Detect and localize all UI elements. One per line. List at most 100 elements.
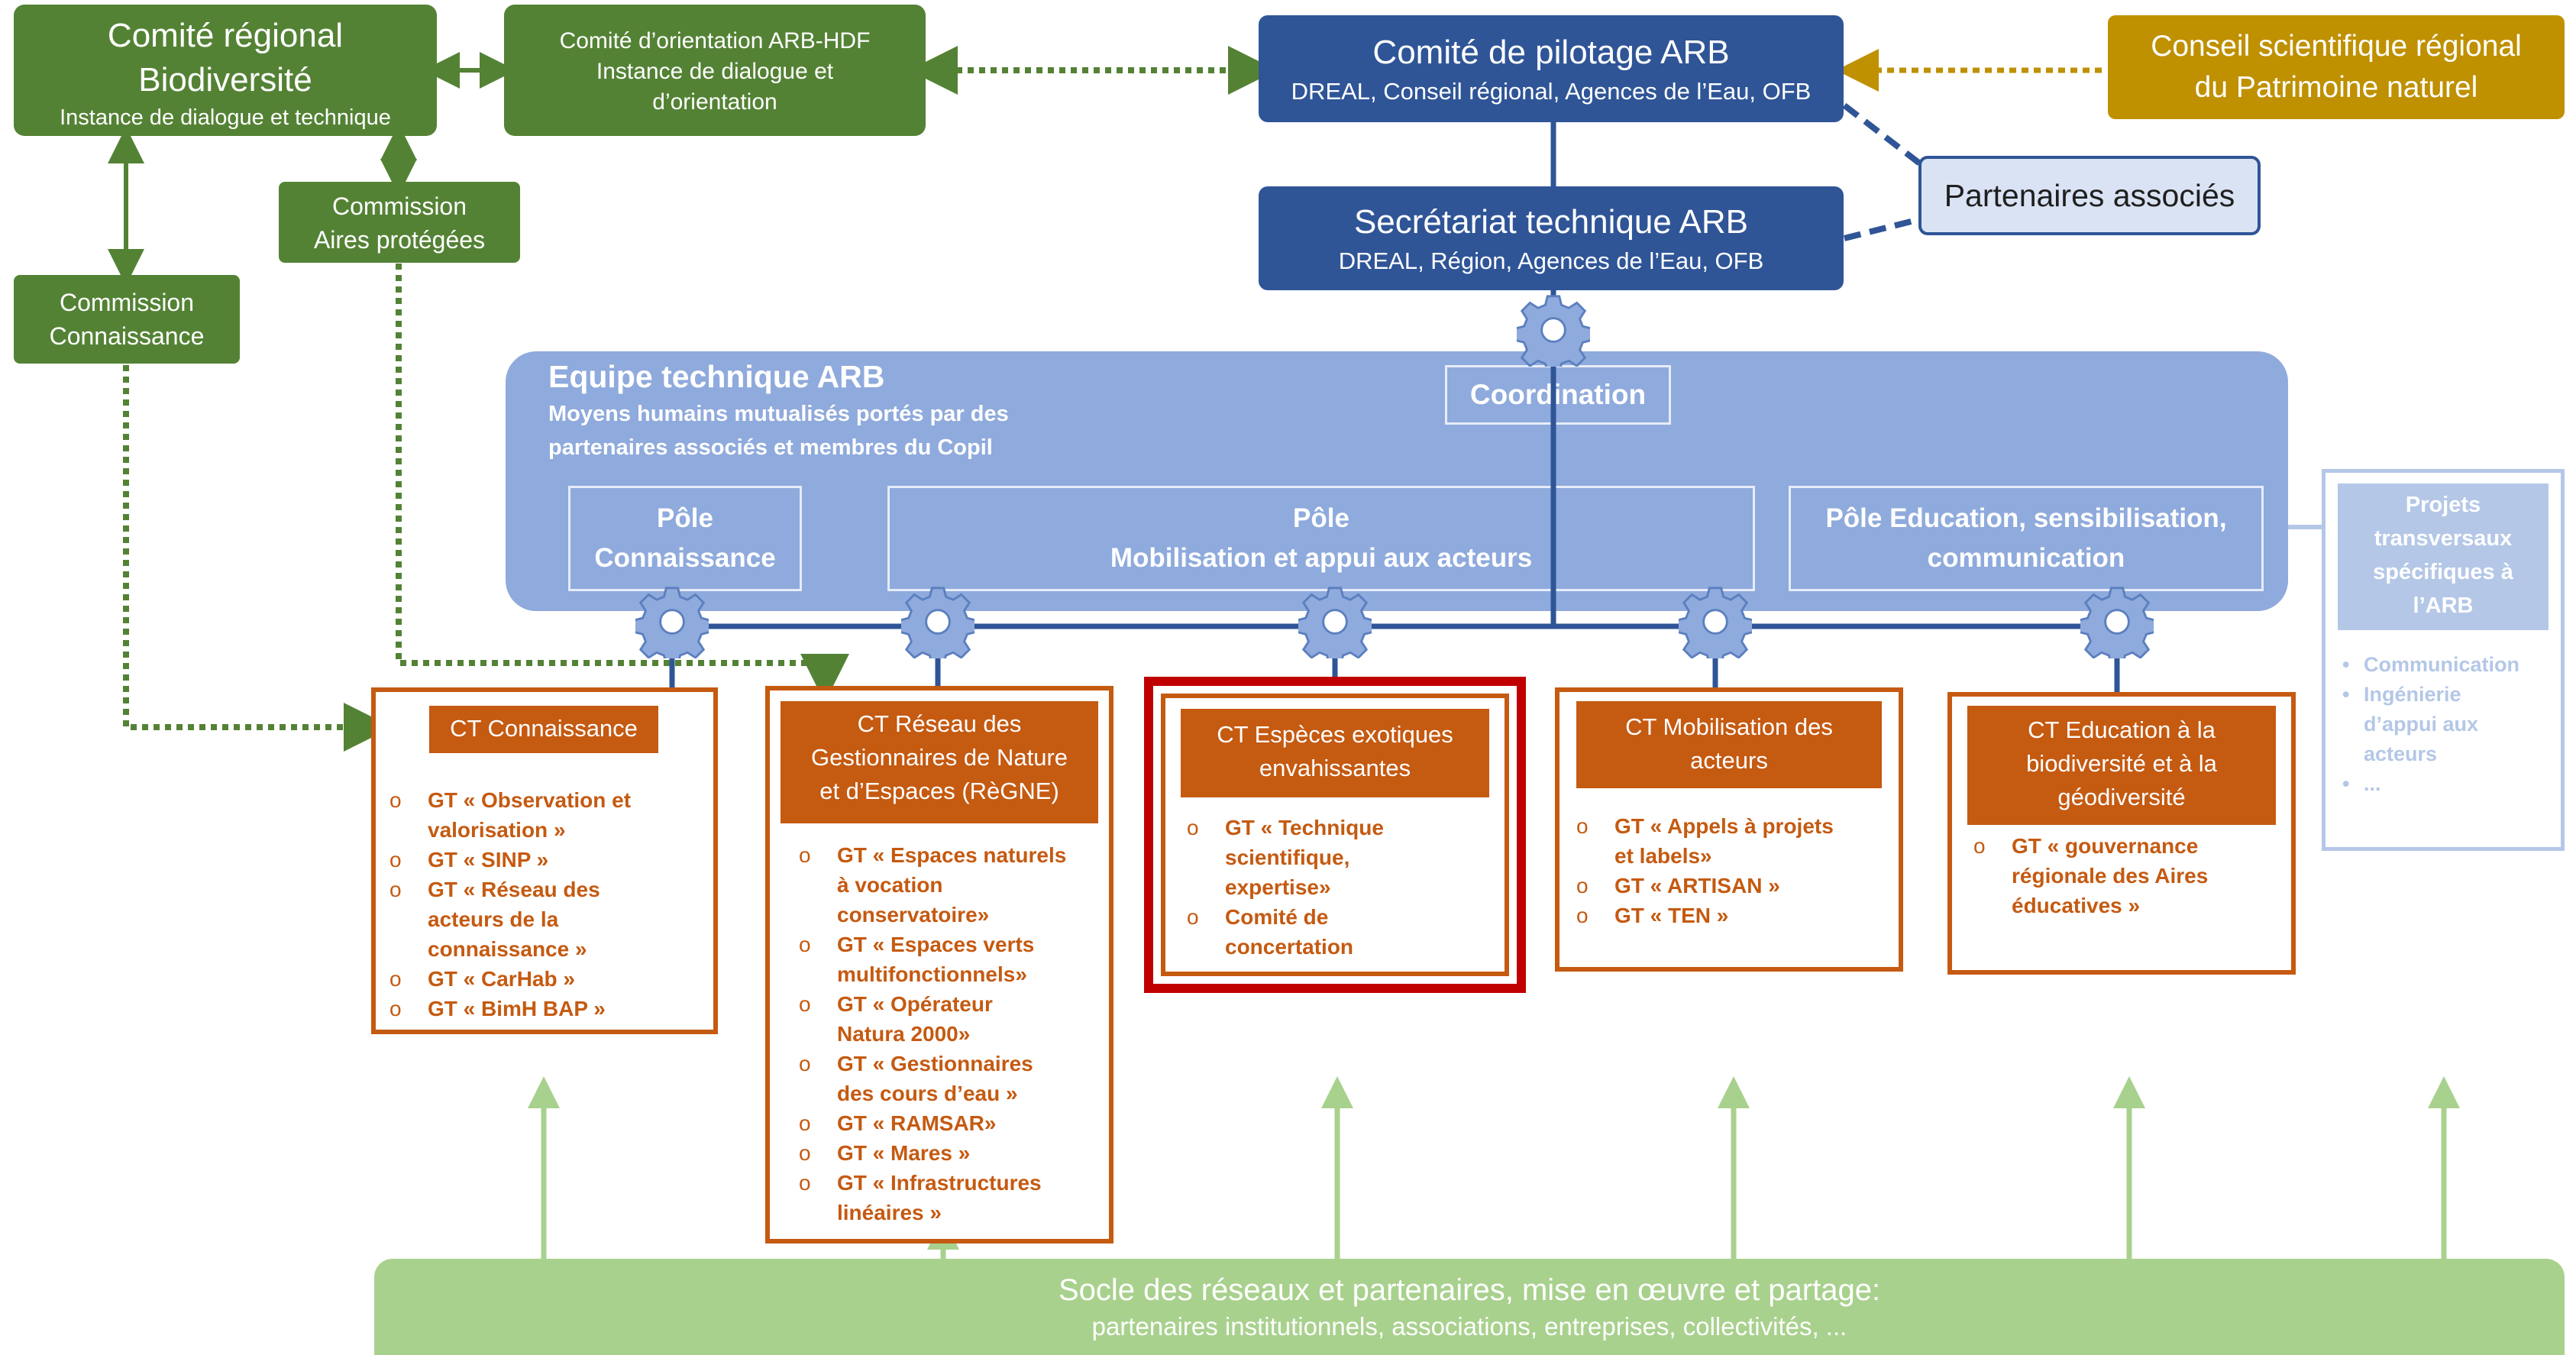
projets-title-l4: l’ARB	[2413, 593, 2474, 618]
item-line: GT « Infrastructures	[837, 1171, 1042, 1195]
comite-orientation-l2: Instance de dialogue et	[596, 59, 834, 84]
comite-regional-biodiversite: Comité régional Biodiversité Instance de…	[14, 5, 437, 136]
item-line: expertise»	[1225, 875, 1331, 899]
projets-item-label: Communication	[2364, 653, 2520, 676]
item-line: GT « BimH BAP »	[428, 997, 606, 1020]
projets-item-ellipsis: •...	[2342, 772, 2381, 795]
ct-head-line: CT Mobilisation des	[1625, 713, 1833, 740]
ct-head-line: géodiversité	[2057, 784, 2186, 810]
equipe-subtitle-l2: partenaires associés et membres du Copil	[548, 435, 993, 460]
secretariat-members: DREAL, Région, Agences de l’Eau, OFB	[1338, 247, 1764, 274]
item-line: à vocation	[837, 873, 943, 897]
ct-education-list: GT « gouvernance régionale des Aires éduca…	[1967, 831, 2288, 920]
commission-aires-l1: Commission	[331, 192, 467, 220]
item-line: GT « ARTISAN »	[1614, 874, 1780, 897]
item-line: GT « RAMSAR»	[837, 1111, 997, 1135]
projets-item-ingenierie: •Ingénierie	[2342, 683, 2461, 706]
coordination-box: Coordination	[1445, 365, 1671, 425]
item-line: GT « Technique	[1225, 816, 1384, 839]
comite-orientation-l1: Comité d’orientation ARB-HDF	[559, 28, 871, 53]
gear-icon	[901, 587, 974, 658]
ct-regne: CT Réseau des Gestionnaires de Nature et…	[765, 686, 1113, 1243]
commission-connaissance: Commission Connaissance	[14, 275, 240, 364]
item-line: valorisation »	[428, 818, 566, 842]
projets-title-l3: spécifiques à	[2373, 560, 2513, 584]
gear-icon	[1298, 587, 1372, 658]
item-line: GT « CarHab »	[428, 967, 575, 991]
projets-title-l1: Projets	[2405, 493, 2481, 517]
partenaires-associes: Partenaires associés	[1918, 156, 2261, 235]
comite-regional-subtitle: Instance de dialogue et technique	[60, 105, 391, 130]
equipe-technique: Equipe technique ARB Moyens humains mutu…	[506, 351, 2288, 611]
list-item: GT « Mares »	[793, 1138, 1109, 1168]
gear-icon	[1517, 295, 1590, 367]
item-line: et labels»	[1614, 844, 1712, 868]
list-item: GT « TEN »	[1570, 901, 1899, 930]
commission-aires-protegees: Commission Aires protégées	[279, 182, 520, 263]
ct-regne-head: CT Réseau des Gestionnaires de Nature et…	[781, 701, 1098, 823]
comite-orientation: Comité d’orientation ARB-HDF Instance de…	[504, 5, 926, 136]
pole-education-l2: communication	[1927, 543, 2125, 573]
ct-education-head: CT Education à la biodiversité et à la g…	[1967, 706, 2276, 825]
ct-head-line: acteurs	[1690, 747, 1768, 774]
projets-item-communication: •Communication	[2342, 653, 2520, 676]
projets-transversaux: Projets transversaux spécifiques à l’ARB…	[2322, 469, 2565, 851]
equipe-subtitle-l1: Moyens humains mutualisés portés par des	[548, 402, 1009, 426]
pole-education-l1: Pôle Education, sensibilisation,	[1825, 503, 2227, 533]
item-line: GT « Mares »	[837, 1141, 971, 1165]
socle-line-2: partenaires institutionnels, association…	[1091, 1312, 1847, 1340]
projets-title-l2: transversaux	[2374, 526, 2513, 551]
commission-connaissance-l1: Commission	[59, 289, 195, 316]
item-line: Comité de	[1225, 905, 1329, 929]
arrow-commission-aires-regne	[396, 264, 849, 703]
ct-head-line: envahissantes	[1259, 755, 1411, 781]
item-line: régionale des Aires	[2012, 864, 2209, 888]
pole-connaissance: Pôle Connaissance	[568, 486, 802, 591]
comite-regional-title-l1: Comité régional	[107, 17, 344, 54]
pole-mobilisation-l1: Pôle	[1293, 503, 1349, 533]
comite-pilotage: Comité de pilotage ARB DREAL, Conseil ré…	[1259, 15, 1844, 122]
item-line: GT « Espaces naturels	[837, 843, 1067, 867]
list-item: GT « Observation et valorisation »	[383, 785, 712, 845]
projets-item-cont2: acteurs	[2342, 739, 2556, 769]
ct-connaissance-list: GT « Observation et valorisation » GT « S…	[383, 785, 712, 1024]
list-item: GT « Appels à projets et labels»	[1570, 811, 1899, 871]
item-line: multifonctionnels»	[837, 962, 1027, 986]
list-item: GT « BimH BAP »	[383, 994, 712, 1024]
item-line: GT « Gestionnaires	[837, 1052, 1033, 1075]
projets-item-label: acteurs	[2364, 742, 2438, 765]
item-line: GT « Observation et	[428, 788, 632, 812]
link-partenaires-secretariat	[1844, 217, 1918, 241]
ct-eee-head: CT Espèces exotiques envahissantes	[1181, 709, 1489, 797]
projets-items: •Communication •Ingénierie d’appui aux a…	[2342, 650, 2556, 799]
ct-head-line: CT Education à la	[2028, 716, 2216, 743]
socle-reseaux: Socle des réseaux et partenaires, mise e…	[374, 1259, 2565, 1355]
ct-education: CT Education à la biodiversité et à la g…	[1947, 692, 2296, 975]
list-item: GT « ARTISAN »	[1570, 871, 1899, 901]
list-item: GT « SINP »	[383, 845, 712, 875]
comite-regional-title-l2: Biodiversité	[138, 61, 312, 99]
conseil-scientifique-l2: du Patrimoine naturel	[2194, 71, 2478, 104]
item-line: GT « Appels à projets	[1614, 814, 1834, 838]
copil-title: Comité de pilotage ARB	[1372, 34, 1730, 71]
ct-head-line: et d’Espaces (RèGNE)	[819, 778, 1059, 804]
coordination-label: Coordination	[1469, 379, 1647, 410]
ct-head-line: CT Réseau des	[857, 710, 1022, 737]
ct-especes-exotiques: CT Espèces exotiques envahissantes GT « …	[1161, 694, 1509, 976]
pole-connaissance-l2: Connaissance	[594, 543, 776, 573]
link-partenaires-copil	[1842, 102, 1923, 167]
gear-icon	[1679, 587, 1752, 658]
item-line: connaissance »	[428, 937, 587, 961]
conseil-scientifique-l1: Conseil scientifique régional	[2151, 30, 2522, 63]
ct-mobilisation: CT Mobilisation des acteurs GT « Appels …	[1555, 687, 1903, 972]
item-line: GT « gouvernance	[2012, 834, 2199, 858]
item-line: GT « Opérateur	[837, 992, 993, 1016]
pole-mobilisation-l2: Mobilisation et appui aux acteurs	[1110, 543, 1533, 573]
projets-item-cont1: d’appui aux	[2342, 710, 2556, 739]
projets-header: Projets transversaux spécifiques à l’ARB	[2338, 483, 2549, 630]
item-line: éducatives »	[2012, 894, 2141, 917]
